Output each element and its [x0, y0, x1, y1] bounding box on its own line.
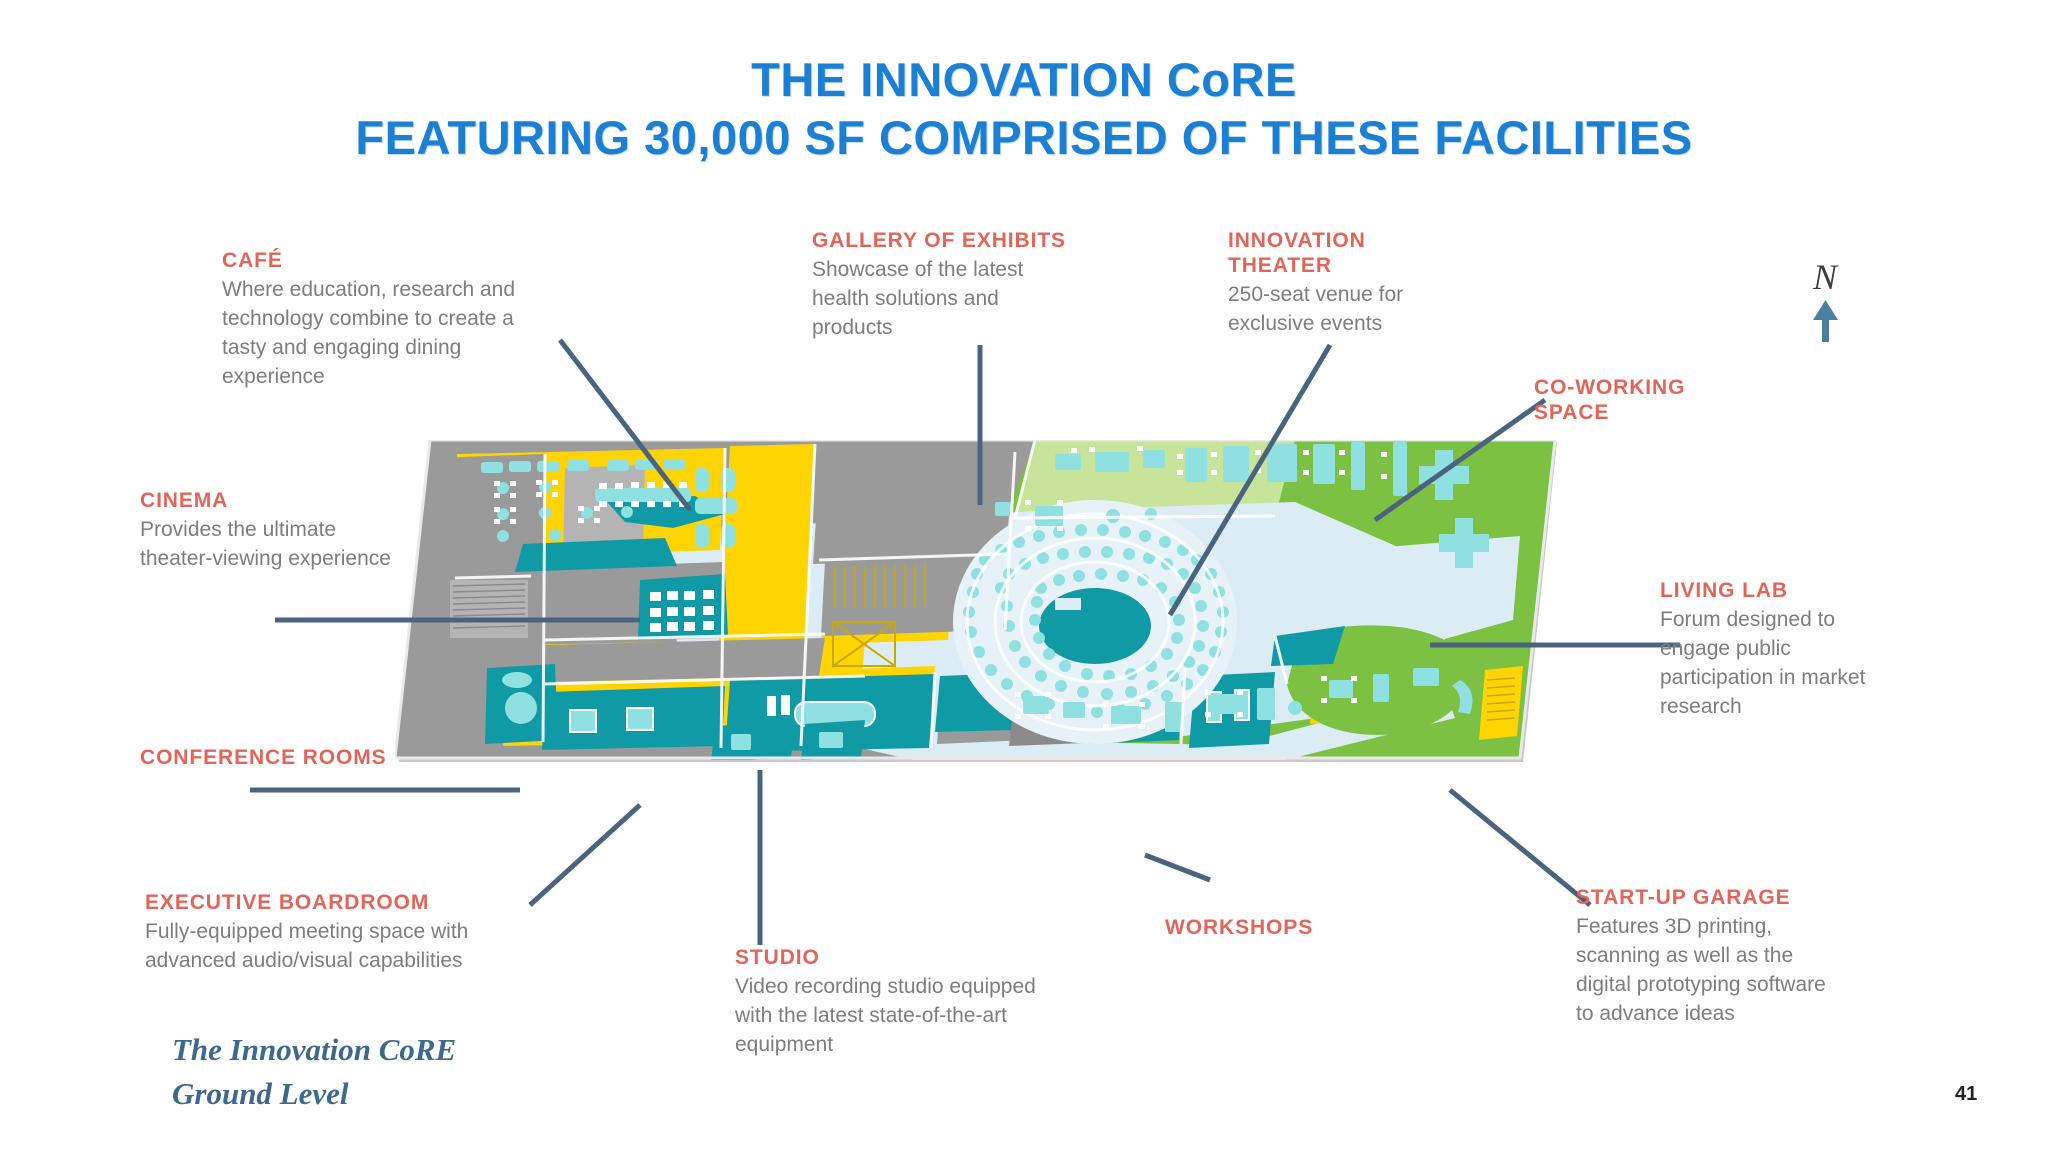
callout-studio-body: Video recording studio equipped with the…: [735, 975, 1036, 1056]
leader-line-coworking: [1373, 397, 1547, 523]
callout-start-up-garage-body: Features 3D printing, scanning as well a…: [1576, 915, 1826, 1025]
callout-studio-title: STUDIO: [735, 946, 820, 969]
callout-gallery-of-exhibits-body: Showcase of the latest health solutions …: [812, 258, 1024, 339]
callout-living-lab[interactable]: LIVING LAB Forum designed to engage publ…: [1660, 578, 1890, 721]
plan-caption-line-2: Ground Level: [172, 1076, 349, 1111]
callout-start-up-garage-title: START-UP GARAGE: [1576, 886, 1791, 909]
callout-workshops-title: WORKSHOPS: [1165, 916, 1314, 939]
leader-line-startup: [1448, 788, 1592, 907]
compass-north-label: N: [1812, 257, 1837, 297]
callout-cafe-title: CAFÉ: [222, 249, 283, 272]
callout-living-lab-body: Forum designed to engage public particip…: [1660, 608, 1866, 718]
callout-gallery-of-exhibits[interactable]: GALLERY OF EXHIBITS Showcase of the late…: [812, 228, 1077, 342]
callout-studio[interactable]: STUDIO Video recording studio equipped w…: [735, 945, 1045, 1059]
page-number: 41: [1955, 1083, 1978, 1105]
callout-executive-boardroom-body: Fully-equipped meeting space with advanc…: [145, 920, 469, 972]
callout-living-lab-title: LIVING LAB: [1660, 579, 1788, 602]
callout-executive-boardroom[interactable]: EXECUTIVE BOARDROOM Fully-equipped meeti…: [145, 890, 505, 975]
co-working-furniture: [995, 442, 1489, 568]
callout-innovation-theater-body: 250-seat venue for exclusive events: [1228, 283, 1404, 335]
leader-line-theater: [1167, 343, 1333, 617]
callout-start-up-garage[interactable]: START-UP GARAGE Features 3D printing, sc…: [1576, 885, 1846, 1028]
callout-innovation-theater[interactable]: INNOVATION THEATER 250-seat venue for ex…: [1228, 228, 1468, 338]
callout-gallery-of-exhibits-title: GALLERY OF EXHIBITS: [812, 229, 1066, 252]
leader-line-boardroom: [528, 803, 642, 907]
callout-co-working-space[interactable]: CO-WORKING SPACE: [1534, 375, 1764, 425]
callout-cafe[interactable]: CAFÉ Where education, research and techn…: [222, 248, 542, 391]
start-up-garage-furniture: [1015, 668, 1439, 732]
innovation-theater-seating: [953, 500, 1237, 744]
workshop-pods: [711, 720, 865, 760]
leader-line-cafe: [558, 338, 692, 512]
callout-workshops[interactable]: WORKSHOPS: [1165, 915, 1395, 940]
compass-rose: N: [1790, 258, 1860, 348]
callout-executive-boardroom-title: EXECUTIVE BOARDROOM: [145, 891, 430, 914]
callout-conference-rooms[interactable]: CONFERENCE ROOMS: [140, 745, 390, 770]
callout-cinema[interactable]: CINEMA Provides the ultimate theater-vie…: [140, 488, 400, 573]
floor-plan-diagram: [393, 438, 1595, 870]
callout-co-working-space-title: CO-WORKING SPACE: [1534, 376, 1686, 424]
plan-caption: The Innovation CoRE Ground Level: [172, 1028, 592, 1116]
plan-caption-line-1: The Innovation CoRE: [172, 1032, 457, 1067]
callout-cinema-title: CINEMA: [140, 489, 229, 512]
callout-cafe-body: Where education, research and technology…: [222, 278, 516, 388]
callout-cinema-body: Provides the ultimate theater-viewing ex…: [140, 518, 391, 570]
callout-conference-rooms-title: CONFERENCE ROOMS: [140, 746, 387, 769]
callout-innovation-theater-title: INNOVATION THEATER: [1228, 229, 1366, 277]
north-arrow-icon: [1813, 300, 1838, 342]
leader-line-workshops: [1144, 852, 1211, 883]
